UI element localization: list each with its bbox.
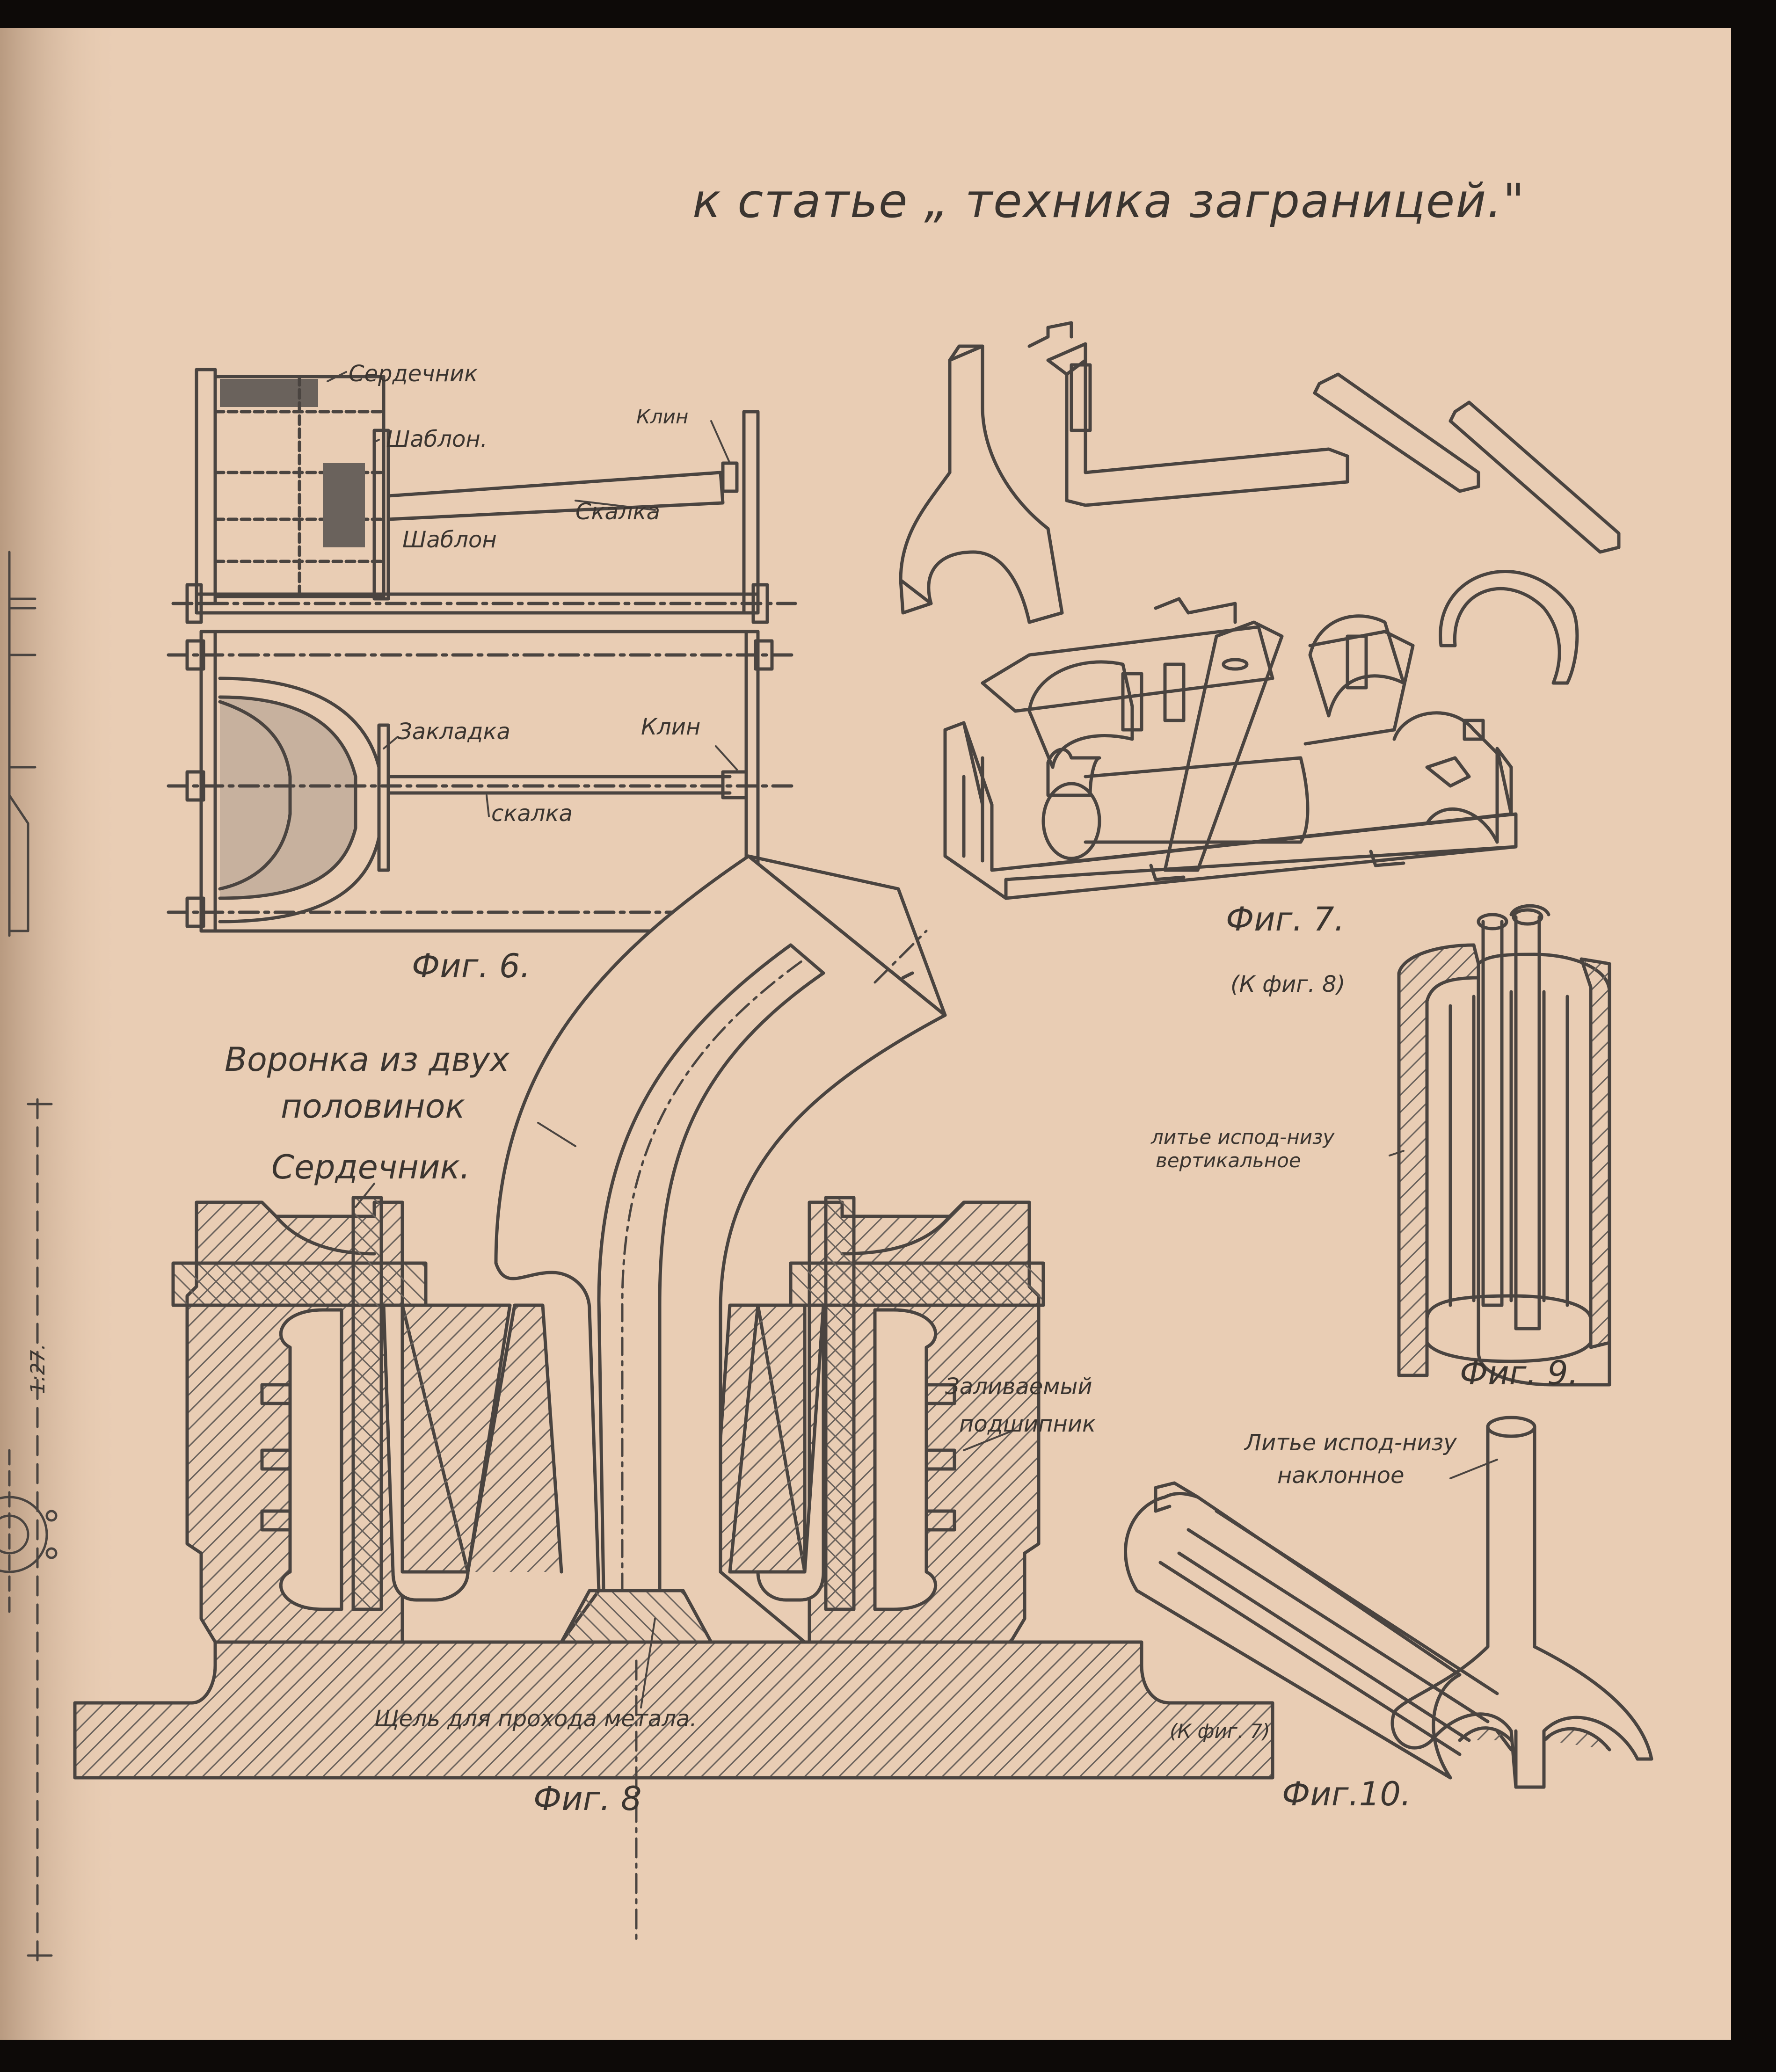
fig6-label-klin: Клин: [636, 405, 689, 428]
fig8-label-voronka-2: половинок: [281, 1087, 465, 1126]
fig8-caption: Фиг. 8: [533, 1780, 642, 1818]
fig9-ref: (К фиг. 8): [1230, 971, 1346, 997]
fig8-label-zalivaemyi-2: подшипник: [959, 1411, 1096, 1437]
fig7-drawing: [899, 321, 1621, 900]
fig6-label-klin-2: Клин: [641, 714, 701, 740]
fig6-bottom-view: [167, 630, 797, 933]
fig8-drawing: [73, 854, 1274, 1943]
fig8-label-shchel: Щель для прохода метала.: [374, 1706, 697, 1732]
fig10-label-lite-1: Литье испод-низу: [1245, 1430, 1457, 1456]
fig8-label-zalivaemyi-1: Заливаемый: [945, 1374, 1092, 1400]
fig6-label-skalka-2: скалка: [491, 800, 573, 827]
fig10-ref: (К фиг. 7): [1170, 1720, 1270, 1743]
fig10-caption: Фиг.10.: [1282, 1775, 1412, 1813]
fig6-caption: Фиг. 6.: [412, 947, 531, 985]
margin-note: 1:27.: [26, 1344, 49, 1394]
fig6-label-shablon-1: Шаблон.: [386, 426, 488, 452]
fig10-label-lite-2: наклонное: [1277, 1462, 1405, 1489]
fig6-top-view: [171, 368, 797, 624]
fig8-label-voronka-1: Воронка из двух: [225, 1040, 510, 1079]
fig10-drawing: [1124, 1416, 1653, 1789]
page-header: к статье „ техника заграницей.": [692, 174, 1526, 228]
fig6-label-zakladka: Закладка: [398, 719, 510, 745]
fig6-drawing: [167, 368, 797, 933]
fig7-caption: Фиг. 7.: [1226, 900, 1345, 938]
fig6-label-shablon-2: Шаблон: [402, 527, 497, 553]
fig9-label-lite-1: литье испод-низу: [1151, 1126, 1335, 1149]
fig6-label-skalka: Скалка: [575, 499, 661, 525]
fig6-label-serdechnik: Сердечник: [349, 361, 478, 387]
fig8-label-serdechnik: Сердечник.: [271, 1148, 470, 1186]
fig9-label-lite-2: вертикальное: [1156, 1149, 1301, 1172]
fig9-drawing: [1389, 904, 1611, 1387]
margin-drawing: [0, 551, 58, 1966]
fig9-caption: Фиг. 9.: [1460, 1354, 1579, 1392]
